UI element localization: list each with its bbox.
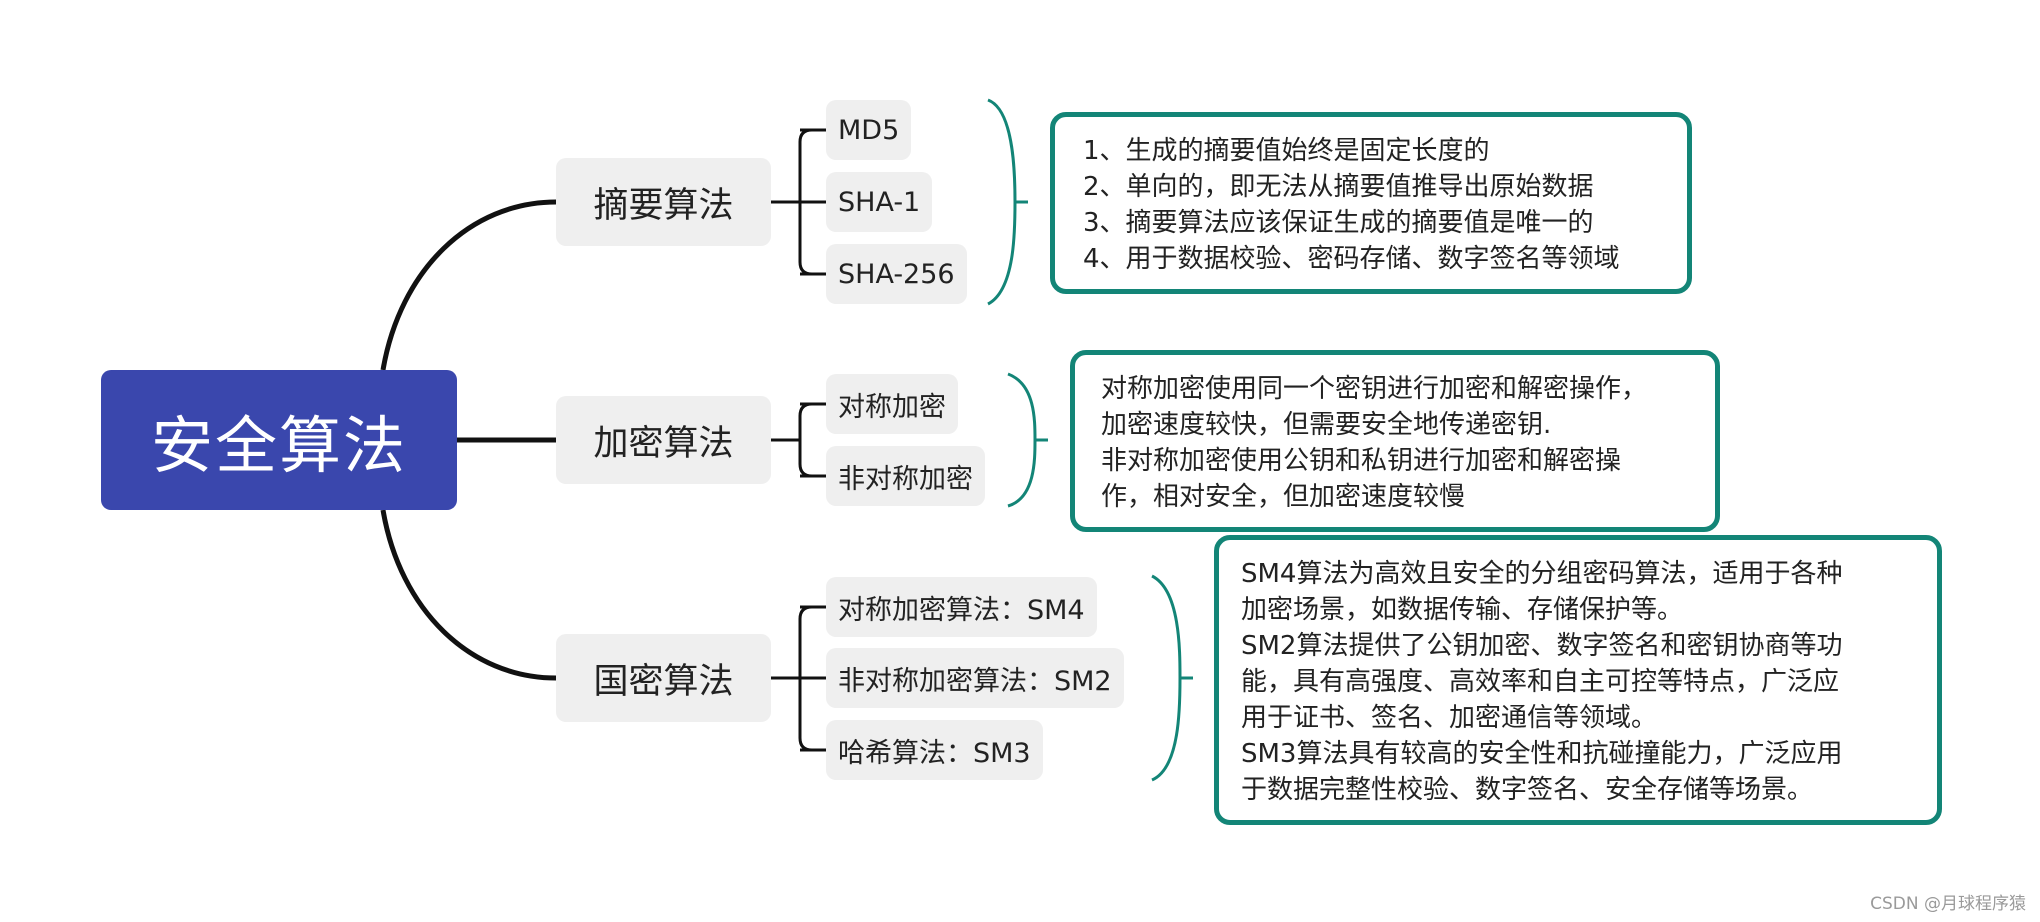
note-line: 加密场景，如数据传输、存储保护等。 bbox=[1241, 595, 1684, 625]
connector-branch-1-leaves bbox=[771, 128, 826, 276]
note-line: 非对称加密使用公钥和私钥进行加密和解密操 bbox=[1101, 446, 1622, 476]
leaf-md5[interactable]: MD5 bbox=[826, 100, 912, 160]
note-line: 能，具有高强度、高效率和自主可控等特点，广泛应 bbox=[1241, 667, 1840, 697]
leaf-sm3[interactable]: 哈希算法：SM3 bbox=[826, 720, 1043, 780]
leaf-sha256[interactable]: SHA-256 bbox=[826, 244, 967, 304]
connector-root-branch-1 bbox=[380, 199, 557, 371]
connector-root-branch-3 bbox=[380, 509, 557, 681]
note-national-crypto: SM4算法为高效且安全的分组密码算法，适用于各种 加密场景，如数据传输、存储保护… bbox=[1214, 535, 1942, 825]
note-line: SM2算法提供了公钥加密、数字签名和密钥协商等功 bbox=[1241, 631, 1843, 661]
note-line: SM4算法为高效且安全的分组密码算法，适用于各种 bbox=[1241, 559, 1843, 589]
note-line: 3、摘要算法应该保证生成的摘要值是唯一的 bbox=[1083, 208, 1594, 238]
leaf-sm2[interactable]: 非对称加密算法：SM2 bbox=[826, 648, 1124, 708]
branch-national-crypto[interactable]: 国密算法 bbox=[556, 634, 771, 722]
summary-bracket-1 bbox=[987, 98, 1028, 306]
leaf-sm4[interactable]: 对称加密算法：SM4 bbox=[826, 577, 1097, 637]
connector-branch-2-leaves bbox=[771, 402, 826, 478]
note-line: 对称加密使用同一个密钥进行加密和解密操作， bbox=[1101, 374, 1648, 404]
leaf-symmetric[interactable]: 对称加密 bbox=[826, 374, 958, 434]
branch-encryption-algorithm[interactable]: 加密算法 bbox=[556, 396, 771, 484]
note-line: 用于证书、签名、加密通信等领域。 bbox=[1241, 703, 1658, 733]
note-line: SM3算法具有较高的安全性和抗碰撞能力，广泛应用 bbox=[1241, 739, 1843, 769]
root-node[interactable]: 安全算法 bbox=[101, 370, 457, 510]
note-encryption-algorithm: 对称加密使用同一个密钥进行加密和解密操作， 加密速度较快，但需要安全地传递密钥.… bbox=[1070, 350, 1720, 532]
watermark: CSDN @月球程序猿 bbox=[1870, 894, 2026, 914]
branch-digest-algorithm[interactable]: 摘要算法 bbox=[556, 158, 771, 246]
summary-bracket-2 bbox=[1007, 372, 1048, 508]
note-line: 4、用于数据校验、密码存储、数字签名等领域 bbox=[1083, 244, 1620, 274]
note-line: 2、单向的，即无法从摘要值推导出原始数据 bbox=[1083, 172, 1594, 202]
summary-bracket-3 bbox=[1151, 574, 1193, 782]
leaf-asymmetric[interactable]: 非对称加密 bbox=[826, 446, 985, 506]
note-digest-algorithm: 1、生成的摘要值始终是固定长度的 2、单向的，即无法从摘要值推导出原始数据 3、… bbox=[1050, 112, 1692, 294]
connector-branch-3-leaves bbox=[771, 605, 826, 752]
note-line: 加密速度较快，但需要安全地传递密钥. bbox=[1101, 410, 1552, 440]
note-line: 于数据完整性校验、数字签名、安全存储等场景。 bbox=[1241, 775, 1814, 805]
note-line: 作，相对安全，但加密速度较慢 bbox=[1101, 482, 1466, 512]
leaf-sha1[interactable]: SHA-1 bbox=[826, 172, 933, 232]
note-line: 1、生成的摘要值始终是固定长度的 bbox=[1083, 136, 1490, 166]
